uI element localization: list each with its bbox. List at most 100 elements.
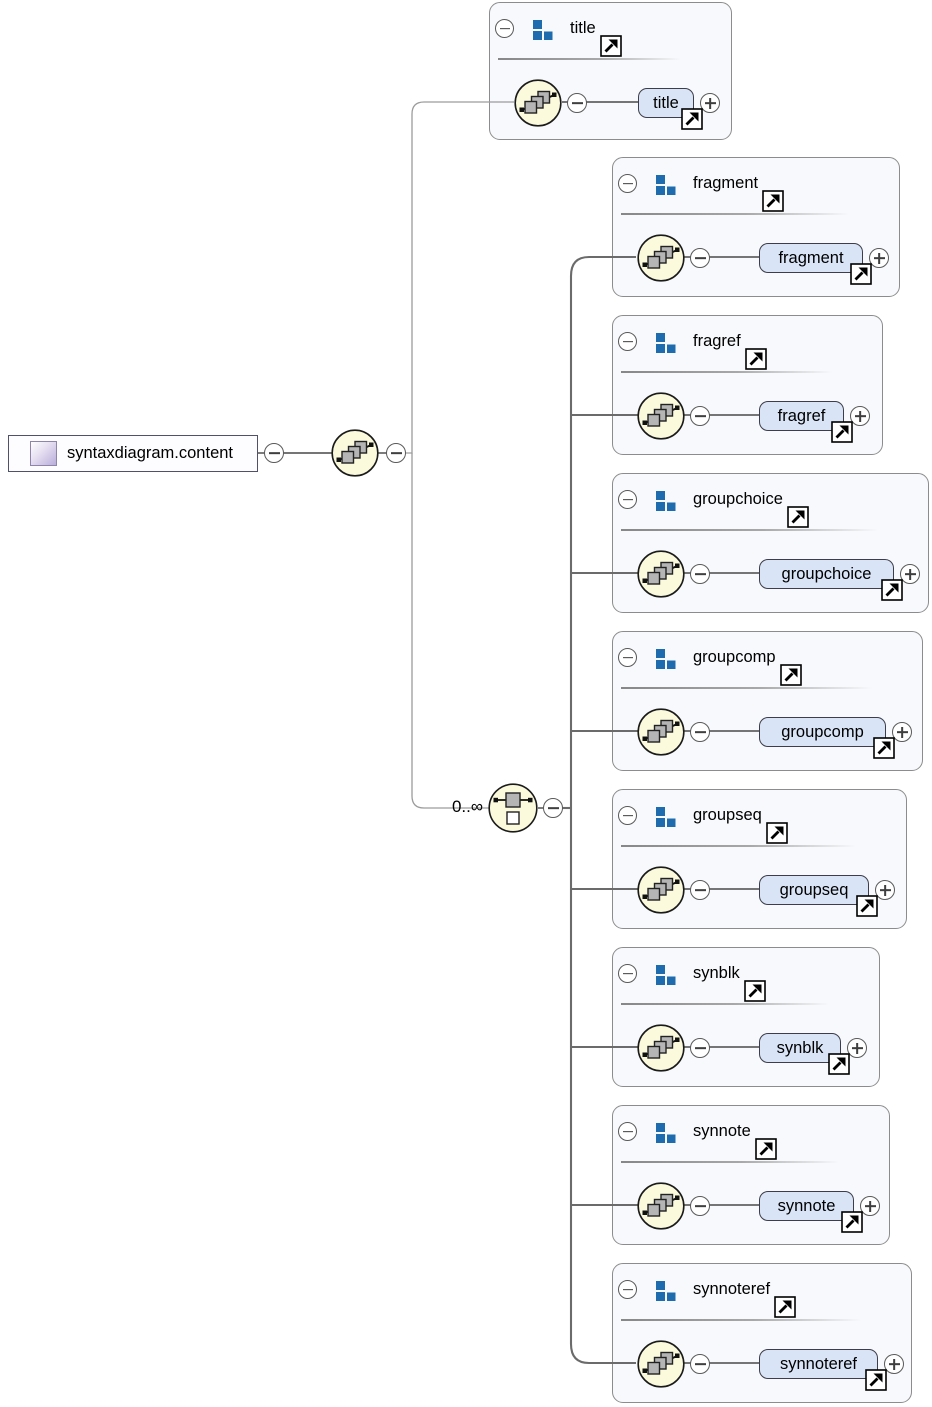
group-title: synblk [693,964,740,982]
header-divider [621,845,856,847]
header-divider [621,213,849,215]
model-group-icon [654,1280,676,1302]
element-link-icon[interactable] [828,1053,850,1075]
collapse-group-button[interactable] [618,1280,637,1299]
group-box-title: title title [489,2,732,140]
element-box-groupseq[interactable]: groupseq [759,875,869,905]
element-box-groupchoice[interactable]: groupchoice [759,559,894,589]
group-title: groupcomp [693,648,776,666]
element-link-icon[interactable] [856,895,878,917]
element-link-icon[interactable] [841,1211,863,1233]
goto-definition-icon[interactable] [779,664,802,686]
goto-definition-icon[interactable] [744,348,767,370]
element-box-synnote[interactable]: synnote [759,1191,854,1221]
collapse-group-button[interactable] [495,19,514,38]
sequence-icon[interactable] [637,234,685,282]
element-link-icon[interactable] [881,579,903,601]
element-link-icon[interactable] [850,263,872,285]
element-box-synnoteref[interactable]: synnoteref [759,1349,878,1379]
sequence-icon[interactable] [514,79,562,127]
collapse-element-button[interactable] [567,93,587,113]
header-divider [621,371,832,373]
group-title: title [570,19,596,37]
collapse-group-button[interactable] [618,964,637,983]
collapse-element-button[interactable] [690,1196,710,1216]
collapse-group-button[interactable] [618,1122,637,1141]
group-header: groupseq [613,790,906,844]
collapse-sequence-button[interactable] [386,443,406,463]
expand-button[interactable] [850,406,870,426]
choice-icon[interactable] [488,783,538,838]
element-label: groupseq [779,880,849,899]
group-box-synblk: synblk synblk [612,947,880,1087]
collapse-element-button[interactable] [690,406,710,426]
goto-definition-icon[interactable] [774,1296,796,1318]
collapse-group-button[interactable] [618,332,637,351]
collapse-group-button[interactable] [618,806,637,825]
element-box-synblk[interactable]: synblk [759,1033,841,1063]
collapse-element-button[interactable] [690,880,710,900]
element-box-groupcomp[interactable]: groupcomp [759,717,886,747]
collapse-choice-button[interactable] [543,798,563,818]
sequence-icon[interactable] [637,1182,685,1230]
sequence-icon[interactable] [637,1340,685,1388]
goto-definition-icon[interactable] [599,35,622,57]
group-title: fragment [693,174,759,192]
model-group-icon [654,964,676,986]
group-title: fragref [693,332,741,350]
collapse-group-button[interactable] [618,648,637,667]
group-header: synblk [613,948,879,1002]
collapse-root-button[interactable] [264,443,284,463]
sequence-icon[interactable] [637,708,685,756]
element-label: title [653,93,679,112]
group-header: synnote [613,1106,889,1160]
element-label: fragref [777,406,826,425]
header-divider [621,529,878,531]
goto-definition-icon[interactable] [743,980,766,1002]
element-link-icon[interactable] [873,737,895,759]
group-header: fragref [613,316,882,370]
sequence-icon[interactable] [637,866,685,914]
model-group-icon [654,490,676,512]
group-title: groupchoice [693,490,783,508]
model-group-icon [654,1122,676,1144]
expand-button[interactable] [900,564,920,584]
expand-button[interactable] [700,93,720,113]
collapse-element-button[interactable] [690,1354,710,1374]
element-link-icon[interactable] [831,421,853,443]
goto-definition-icon[interactable] [787,506,809,528]
collapse-element-button[interactable] [690,564,710,584]
collapse-element-button[interactable] [690,248,710,268]
expand-button[interactable] [875,880,895,900]
expand-button[interactable] [892,722,912,742]
sequence-icon[interactable] [331,429,379,482]
element-box-fragref[interactable]: fragref [759,401,844,431]
expand-button[interactable] [860,1196,880,1216]
collapse-group-button[interactable] [618,490,637,509]
element-label: groupchoice [781,564,872,583]
root-element-label: syntaxdiagram.content [67,444,234,462]
group-header: fragment [613,158,899,212]
header-divider [621,1161,839,1163]
sequence-icon[interactable] [637,550,685,598]
goto-definition-icon[interactable] [754,1138,777,1160]
collapse-element-button[interactable] [690,1038,710,1058]
goto-definition-icon[interactable] [762,190,784,212]
element-box-fragment[interactable]: fragment [759,243,863,273]
expand-button[interactable] [884,1354,904,1374]
collapse-group-button[interactable] [618,174,637,193]
model-group-icon [654,174,676,196]
element-link-icon[interactable] [681,108,703,130]
goto-definition-icon[interactable] [766,822,788,844]
sequence-icon[interactable] [637,392,685,440]
sequence-icon[interactable] [637,1024,685,1072]
root-element-box[interactable]: syntaxdiagram.content [8,435,258,472]
expand-button[interactable] [869,248,889,268]
collapse-element-button[interactable] [690,722,710,742]
element-link-icon[interactable] [865,1369,887,1391]
occurrence-label: 0..∞ [451,797,483,816]
expand-button[interactable] [847,1038,867,1058]
group-title: synnoteref [693,1280,771,1298]
group-header: groupcomp [613,632,922,686]
